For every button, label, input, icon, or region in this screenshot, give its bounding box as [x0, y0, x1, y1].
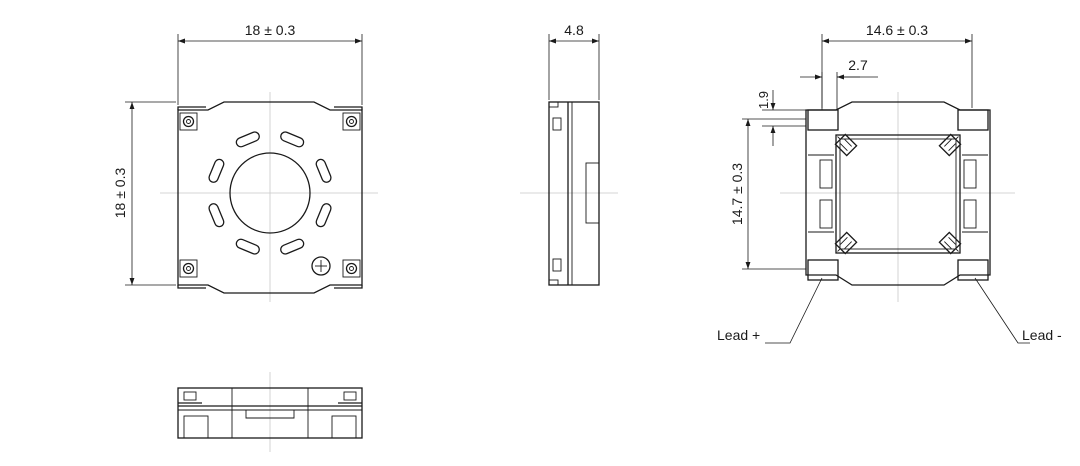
lead-length-dimension: 1.9 [756, 91, 771, 109]
corner-clip-icon [938, 231, 962, 255]
polarity-plus-icon [311, 256, 331, 276]
vent-slot [280, 238, 305, 255]
side-view: 4.8 [520, 22, 618, 286]
lead-negative-label: Lead - [1022, 327, 1062, 343]
corner-clip-icon [938, 133, 962, 157]
corner-clip-icon [834, 231, 858, 255]
mounting-hole-icon [179, 112, 198, 131]
front-view: 18 ± 0.3 18 ± 0.3 [112, 0, 378, 302]
edge-view-body [177, 387, 363, 439]
vent-slot [315, 203, 332, 228]
bottom-view: 14.6 ± 0.3 2.7 1.9 14.7 ± 0.3 Lead + Lea… [717, 22, 1062, 344]
lead-pad [807, 259, 839, 281]
vent-slot [315, 158, 332, 183]
lead-pad [957, 259, 989, 281]
vent-slots [209, 0, 232, 12]
side-view-body [548, 101, 600, 286]
mounting-hole-icon [179, 259, 198, 278]
lead-positive-label: Lead + [717, 327, 760, 343]
inner-frame [835, 134, 961, 254]
mounting-hole-icon [342, 259, 361, 278]
mounting-hole-icon [342, 112, 361, 131]
bottom-height-dimension: 14.7 ± 0.3 [729, 163, 745, 225]
vent-slot [208, 158, 225, 183]
front-height-dimension: 18 ± 0.3 [112, 168, 128, 219]
edge-view [177, 372, 363, 452]
corner-clip-icon [834, 133, 858, 157]
vent-slots [208, 131, 332, 255]
front-width-dimension: 18 ± 0.3 [245, 22, 296, 38]
lead-pad [957, 109, 989, 131]
sound-port-circle [229, 152, 311, 234]
lead-width-dimension: 2.7 [848, 57, 868, 73]
lead-pad [807, 109, 839, 131]
bottom-width-dimension: 14.6 ± 0.3 [866, 22, 928, 38]
vent-slot [280, 131, 305, 148]
bottom-view-outline [805, 101, 991, 286]
vent-slot [235, 238, 260, 255]
vent-slot [235, 131, 260, 148]
vent-slot [208, 203, 225, 228]
side-thickness-dimension: 4.8 [564, 22, 584, 38]
